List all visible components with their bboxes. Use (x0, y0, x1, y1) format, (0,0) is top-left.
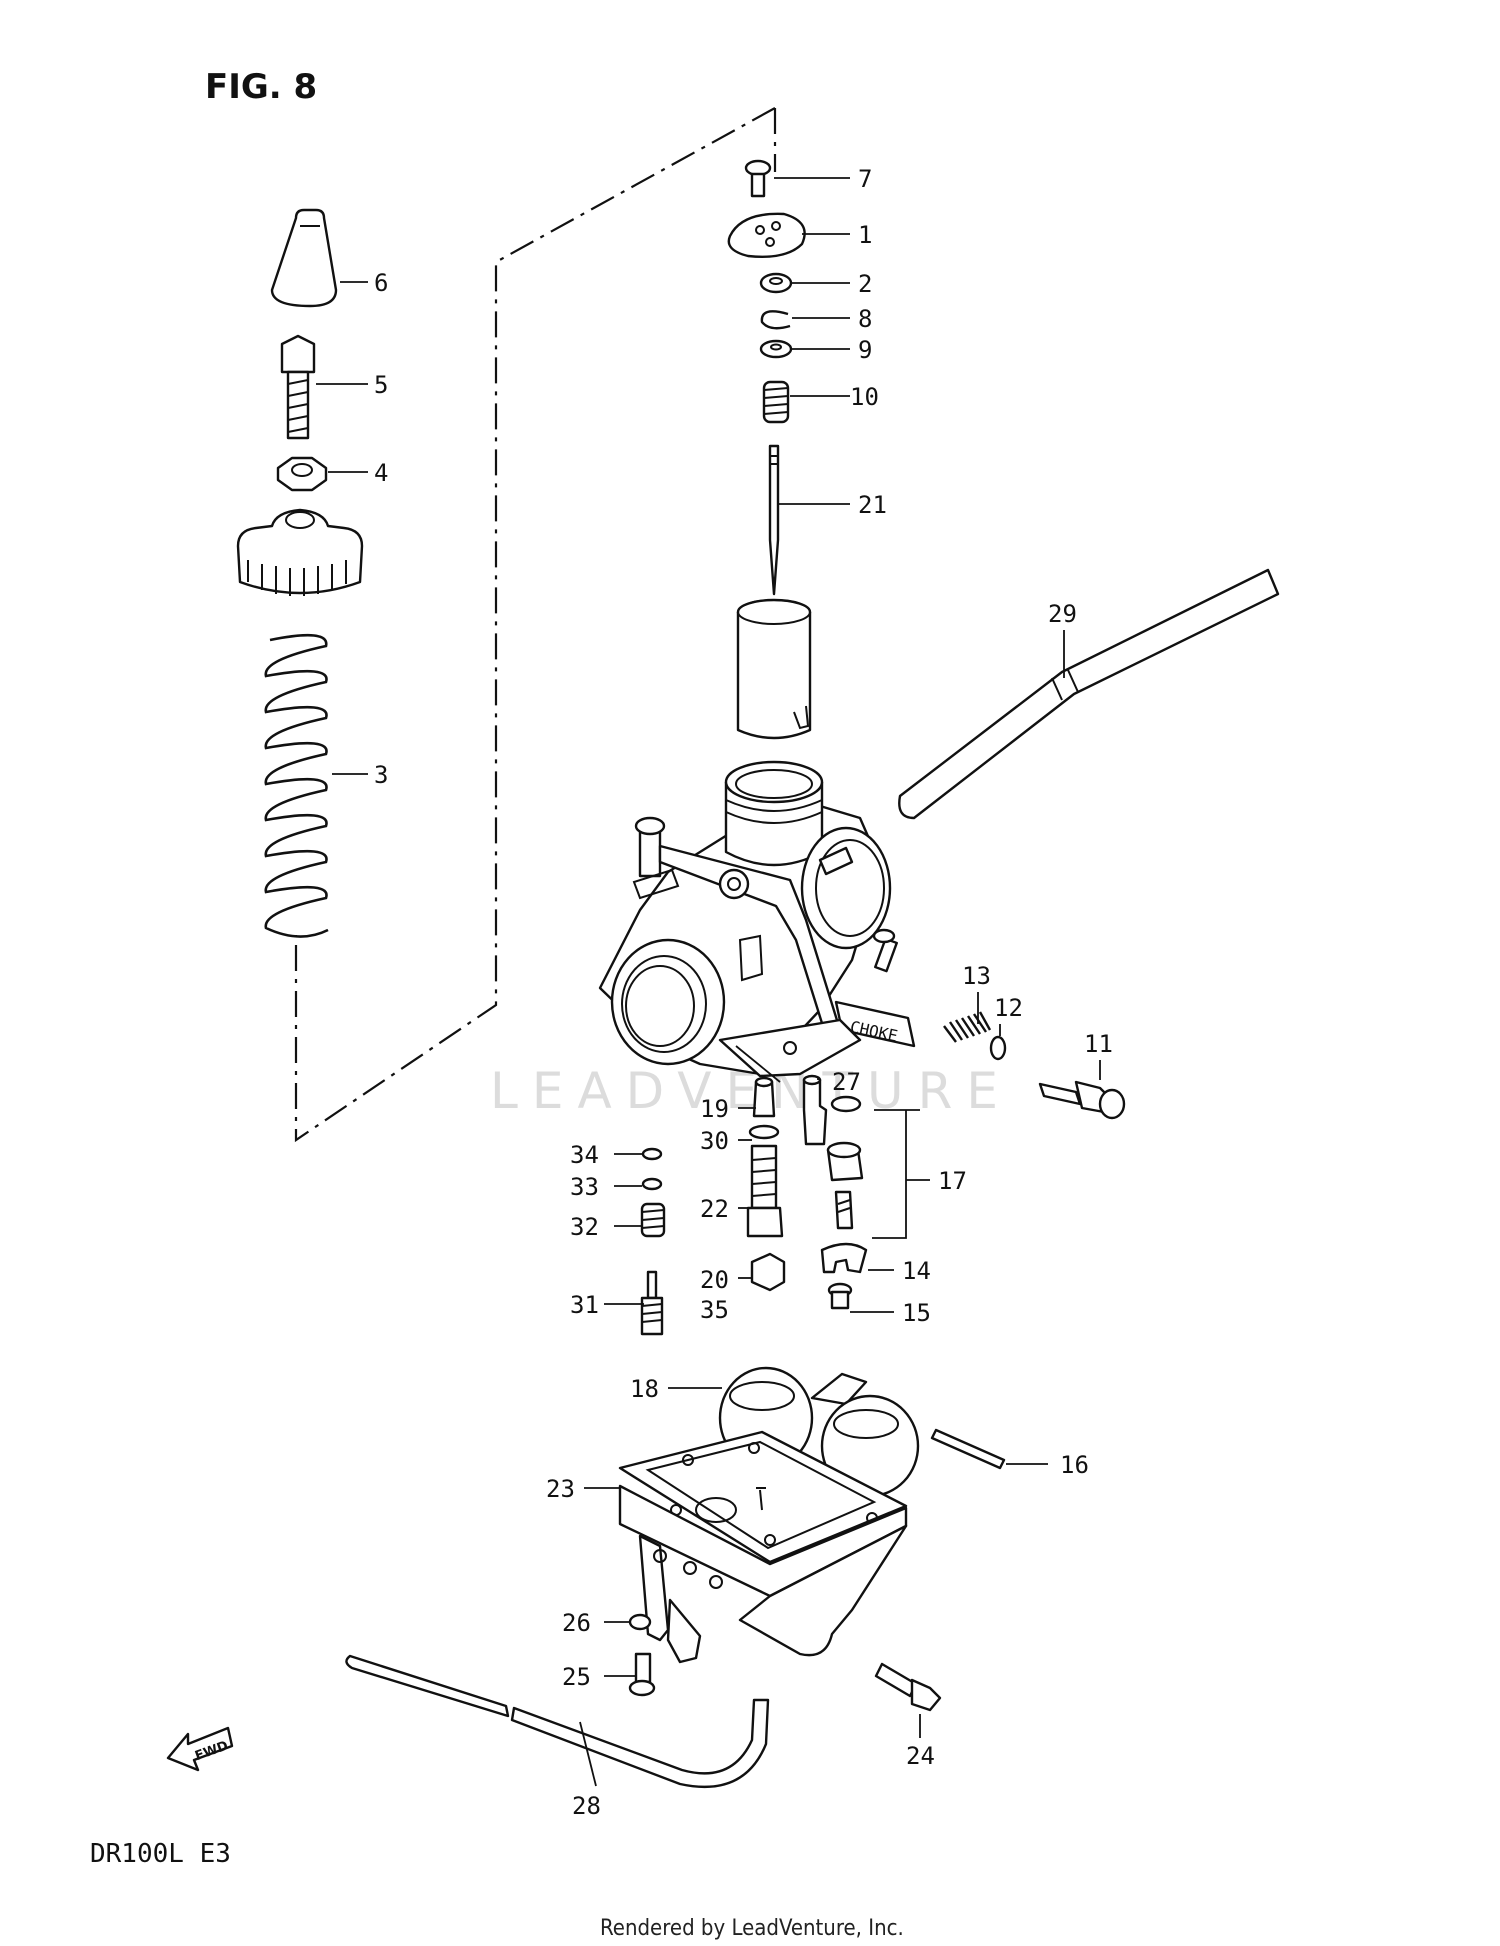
callout-33: 33 (570, 1173, 599, 1201)
fwd-arrow-icon: FWD (166, 1726, 234, 1772)
spring-part-13 (943, 1011, 992, 1043)
callout-19: 19 (700, 1095, 729, 1123)
figure-title: FIG. 8 (205, 67, 317, 107)
adjuster-bolt-part-5 (280, 334, 316, 440)
callout-2: 2 (858, 270, 872, 298)
callout-10: 10 (850, 383, 879, 411)
needle-jet-holder-part-19 (752, 1076, 776, 1118)
callout-8: 8 (858, 305, 872, 333)
washer-part-26 (628, 1613, 652, 1631)
callout-9: 9 (858, 336, 872, 364)
float-valve-set-part-17 (826, 1095, 864, 1230)
throttle-spring-part-3 (264, 633, 329, 938)
top-cap-part (236, 508, 364, 596)
o-ring-part-30 (748, 1124, 780, 1140)
washer-part-2 (759, 272, 793, 294)
callout-11: 11 (1084, 1030, 1113, 1058)
spring-seat-part-10 (762, 380, 790, 424)
float-bowl-gasket-part-23 (618, 1430, 908, 1564)
needle-clip-plate-part-1 (727, 212, 806, 258)
washer-part-9 (759, 339, 793, 359)
callout-23: 23 (546, 1475, 575, 1503)
rubber-cap-part-6 (270, 208, 338, 308)
callout-3: 3 (374, 761, 388, 789)
callout-7: 7 (858, 165, 872, 193)
e-ring-clip-part-8 (760, 310, 791, 330)
callout-26: 26 (562, 1609, 591, 1637)
fuel-hose-part-29 (898, 568, 1280, 820)
callout-32: 32 (570, 1213, 599, 1241)
callout-17: 17 (938, 1167, 967, 1195)
main-jet-part-20 (750, 1252, 786, 1292)
callout-28: 28 (572, 1792, 601, 1820)
callout-27: 27 (832, 1068, 861, 1096)
callout-35: 35 (700, 1296, 729, 1324)
carburetor-body: CHOKE (598, 760, 916, 1078)
pilot-air-screw-part-11 (1038, 1080, 1126, 1120)
callout-29: 29 (1048, 600, 1077, 628)
overflow-hose-part-28 (345, 1654, 770, 1789)
lock-nut-part-4 (276, 456, 328, 492)
callout-34: 34 (570, 1141, 599, 1169)
float-valve-clip-part-14 (820, 1242, 868, 1274)
screw-part-15 (827, 1282, 853, 1310)
model-code: DR100L E3 (90, 1839, 231, 1869)
float-pin-part-16 (930, 1428, 1006, 1470)
screw-part-7 (744, 159, 772, 198)
callout-18: 18 (630, 1375, 659, 1403)
main-jet-holder-part-22 (746, 1144, 784, 1238)
float-bowl (618, 1484, 908, 1664)
callout-24: 24 (906, 1742, 935, 1770)
screw-part-25 (628, 1652, 656, 1697)
o-ring-part-12 (989, 1035, 1007, 1061)
jet-needle-part-21 (768, 444, 780, 596)
throttle-stop-screw-part-31 (640, 1270, 664, 1336)
callout-5: 5 (374, 371, 388, 399)
leader-lines (316, 177, 1101, 1787)
footer-credit: Rendered by LeadVenture, Inc. (600, 1916, 904, 1941)
callout-25: 25 (562, 1663, 591, 1691)
callout-labels: 7 1 2 8 9 10 21 6 5 4 3 29 13 12 11 27 1… (374, 165, 1113, 1820)
drain-screw-part-24 (874, 1662, 942, 1712)
assembly-boundary-line (294, 107, 777, 1143)
spring-part-32 (640, 1202, 666, 1238)
callout-6: 6 (374, 269, 388, 297)
valve-seat-part-27 (802, 1074, 828, 1146)
callout-30: 30 (700, 1127, 729, 1155)
o-ring-part-34 (641, 1147, 663, 1161)
callout-22: 22 (700, 1195, 729, 1223)
callout-21: 21 (858, 491, 887, 519)
callout-13: 13 (962, 962, 991, 990)
callout-14: 14 (902, 1257, 931, 1285)
o-ring-part-33 (641, 1177, 663, 1191)
callout-12: 12 (994, 994, 1023, 1022)
throttle-valve-slide (736, 598, 812, 740)
callout-4: 4 (374, 459, 388, 487)
callout-31: 31 (570, 1291, 599, 1319)
callout-20: 20 (700, 1266, 729, 1294)
callout-15: 15 (902, 1299, 931, 1327)
callout-1: 1 (858, 221, 872, 249)
callout-16: 16 (1060, 1451, 1089, 1479)
